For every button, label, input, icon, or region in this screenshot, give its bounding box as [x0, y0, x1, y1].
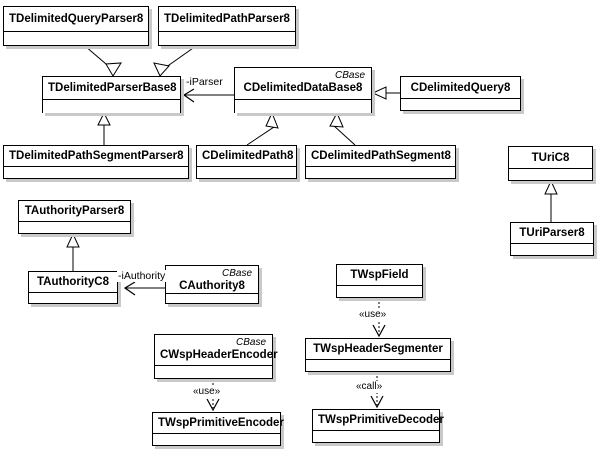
class-box-tdelimitedqueryparser8[interactable]: TDelimitedQueryParser8: [3, 6, 149, 46]
class-name: CDelimitedPath8: [202, 150, 294, 162]
class-header: TWspPrimitiveEncoder: [153, 413, 284, 434]
class-name: TWspField: [350, 269, 409, 281]
class-stereotype: CBase: [221, 268, 252, 279]
class-header: TDelimitedPathParser8: [159, 7, 295, 32]
class-attributes-compartment: [19, 222, 130, 233]
class-box-tdelimitedparserbase8[interactable]: TDelimitedParserBase8: [42, 76, 181, 113]
class-name: TAuthorityC8: [37, 276, 109, 288]
class-name: TUriC8: [531, 152, 570, 164]
class-name: CDelimitedDataBase8: [243, 82, 363, 94]
edge-label-use-wspencoder: «use»: [192, 386, 222, 398]
class-attributes-compartment: [4, 167, 188, 178]
class-box-turic8[interactable]: TUriC8: [508, 146, 593, 181]
class-attributes-compartment: [235, 100, 371, 113]
class-attributes-compartment: [511, 244, 593, 255]
class-stereotype: CBase: [334, 70, 365, 81]
edge-label-iauthority: -iAuthority: [117, 270, 167, 282]
class-attributes-compartment: [337, 286, 422, 297]
class-name: TDelimitedPathParser8: [164, 13, 290, 25]
class-box-cdelimitedpathsegment8[interactable]: CDelimitedPathSegment8: [305, 145, 456, 179]
class-header: TDelimitedQueryParser8: [4, 7, 148, 32]
class-attributes-compartment: [313, 431, 439, 442]
class-header: CBase CWspHeaderEncoder: [155, 335, 278, 366]
class-box-cdelimitedpath8[interactable]: CDelimitedPath8: [196, 145, 297, 179]
class-name: TWspHeaderSegmenter: [313, 343, 443, 355]
class-name: TAuthorityParser8: [24, 205, 125, 217]
class-attributes-compartment: [197, 167, 296, 178]
class-attributes-compartment: [401, 99, 520, 110]
class-box-twspprimitiveencoder[interactable]: TWspPrimitiveEncoder: [152, 412, 284, 446]
class-header: TAuthorityC8: [29, 272, 117, 293]
edge-label-call-segmenter: «call»: [355, 381, 384, 393]
class-attributes-compartment: [159, 32, 295, 45]
class-header: TDelimitedParserBase8: [43, 77, 180, 100]
class-name: CDelimitedPathSegment8: [311, 150, 451, 162]
class-stereotype: CBase: [235, 337, 266, 348]
class-box-tdelimitedpathparser8[interactable]: TDelimitedPathParser8: [158, 6, 296, 46]
class-box-tauthorityparser8[interactable]: TAuthorityParser8: [18, 200, 131, 234]
edge-label-use-wspfield: «use»: [358, 309, 388, 321]
class-attributes-compartment: [306, 167, 455, 178]
class-box-cdelimiteddatabase8[interactable]: CBase CDelimitedDataBase8: [234, 67, 372, 113]
class-header: TWspHeaderSegmenter: [306, 339, 450, 360]
class-name: TWspPrimitiveDecoder: [318, 414, 444, 426]
class-box-tauthorityc8[interactable]: TAuthorityC8: [28, 271, 118, 304]
class-box-turiparser8[interactable]: TUriParser8: [510, 222, 594, 256]
class-header: CBase CAuthority8: [166, 266, 258, 294]
class-header: TAuthorityParser8: [19, 201, 130, 222]
class-box-cdelimitedquery8[interactable]: CDelimitedQuery8: [400, 76, 521, 111]
class-name: TDelimitedQueryParser8: [9, 13, 144, 25]
class-header: CBase CDelimitedDataBase8: [235, 68, 371, 100]
class-header: CDelimitedPath8: [197, 146, 296, 167]
class-attributes-compartment: [155, 366, 272, 378]
class-header: TUriC8: [509, 147, 592, 169]
class-attributes-compartment: [29, 293, 117, 303]
class-box-twspprimitivedecoder[interactable]: TWspPrimitiveDecoder: [312, 409, 444, 443]
class-attributes-compartment: [306, 360, 450, 371]
class-box-twspheadersegmenter[interactable]: TWspHeaderSegmenter: [305, 338, 451, 372]
class-header: TUriParser8: [511, 223, 593, 244]
class-attributes-compartment: [509, 169, 592, 180]
class-header: CDelimitedQuery8: [401, 77, 520, 99]
class-box-cauthority8[interactable]: CBase CAuthority8: [165, 265, 259, 304]
class-header: CDelimitedPathSegment8: [306, 146, 455, 167]
class-header: TWspPrimitiveDecoder: [313, 410, 444, 431]
class-attributes-compartment: [43, 100, 180, 113]
class-box-tdelimitedpathsegmentparser8[interactable]: TDelimitedPathSegmentParser8: [3, 145, 189, 179]
class-name: TDelimitedParserBase8: [48, 82, 177, 94]
class-name: TWspPrimitiveEncoder: [158, 417, 284, 429]
class-name: CWspHeaderEncoder: [160, 349, 278, 361]
class-header: TDelimitedPathSegmentParser8: [4, 146, 188, 167]
class-name: CAuthority8: [179, 280, 245, 292]
class-attributes-compartment: [153, 434, 280, 445]
class-header: TWspField: [337, 265, 422, 286]
class-name: TUriParser8: [519, 227, 585, 239]
class-name: CDelimitedQuery8: [410, 82, 511, 94]
class-box-cwspheaderencoder[interactable]: CBase CWspHeaderEncoder: [154, 334, 278, 379]
class-name: TDelimitedPathSegmentParser8: [9, 150, 184, 162]
class-attributes-compartment: [4, 32, 148, 45]
class-attributes-compartment: [166, 294, 258, 303]
class-box-twspfield[interactable]: TWspField: [336, 264, 423, 298]
edge-label-iparser: -iParser: [185, 76, 224, 88]
